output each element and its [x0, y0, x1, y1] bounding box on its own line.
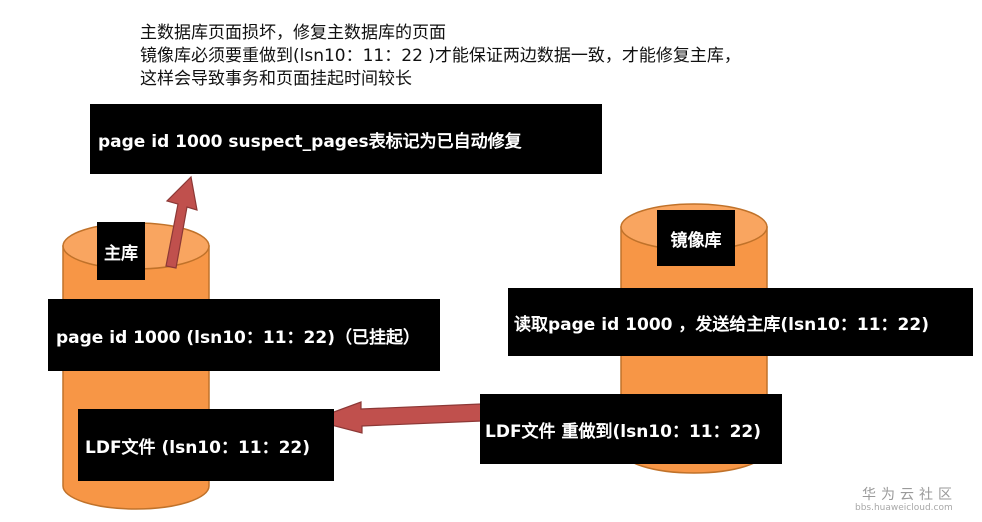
main-db-label: 主库 — [97, 222, 145, 280]
main-ldf-box: LDF文件 (lsn10：11：22) — [78, 409, 334, 481]
note-line-2: 镜像库必须要重做到(lsn10：11：22 )才能保证两边数据一致，才能修复主库… — [140, 46, 741, 66]
note-line-3: 这样会导致事务和页面挂起时间较长 — [140, 69, 412, 89]
description-notes: 主数据库页面损坏，修复主数据库的页面 镜像库必须要重做到(lsn10：11：22… — [140, 22, 741, 91]
mirror-db-label: 镜像库 — [657, 210, 735, 266]
suspect-pages-box: page id 1000 suspect_pages表标记为已自动修复 — [90, 104, 602, 174]
left-arrow — [309, 401, 482, 434]
mirror-ldf-box: LDF文件 重做到(lsn10：11：22) — [480, 394, 782, 464]
up-arrow — [165, 175, 198, 269]
watermark-title: 华为云社区 — [862, 487, 957, 503]
mirror-read-box: 读取page id 1000 ，发送给主库(lsn10：11：22) — [508, 288, 973, 356]
note-line-1: 主数据库页面损坏，修复主数据库的页面 — [140, 23, 446, 43]
main-page-box: page id 1000 (lsn10：11：22)（已挂起） — [48, 299, 440, 371]
watermark-url: bbs.huaweicloud.com — [855, 503, 953, 513]
